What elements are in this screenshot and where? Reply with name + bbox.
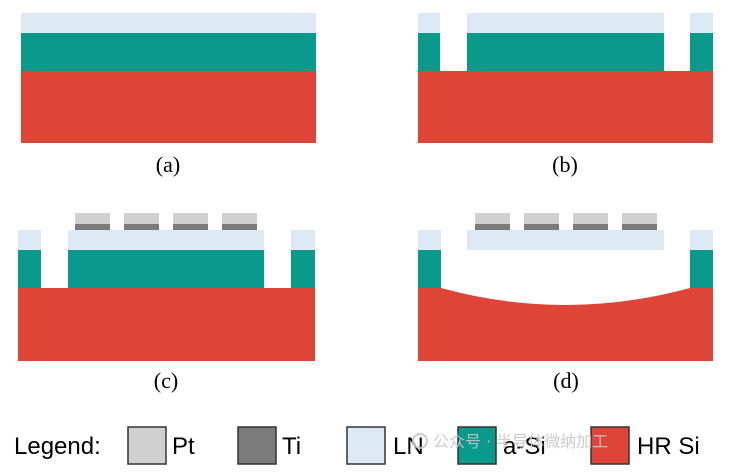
legend-swatch-hrsi	[590, 426, 630, 465]
b-asi-center	[467, 33, 664, 71]
c-asi-right	[291, 250, 315, 288]
c-electrode-4-ti	[222, 224, 257, 230]
d-electrode-4-ti	[622, 224, 657, 230]
c-asi-left	[18, 250, 41, 288]
legend-swatch-pt	[127, 426, 167, 465]
b-ln-right	[690, 13, 713, 33]
legend-label-hrsi: HR Si	[637, 433, 700, 460]
d-asi-left	[418, 250, 441, 288]
c-electrodes	[75, 213, 257, 230]
legend-label-asi: a-Si	[503, 433, 546, 460]
c-electrode-3-ti	[173, 224, 208, 230]
panel-b: (b)	[418, 13, 713, 177]
b-caption: (b)	[552, 152, 578, 177]
c-ln-center	[68, 230, 264, 250]
b-hrsi-layer	[418, 71, 713, 143]
watermark-text: 公众号 · 半导体微纳加工	[433, 432, 608, 451]
d-ln-left	[418, 230, 441, 250]
c-electrode-2-pt	[124, 213, 159, 224]
d-electrode-2-ti	[524, 224, 559, 230]
watermark-logo-icon	[412, 433, 428, 449]
d-hrsi-cavity-substrate	[418, 288, 713, 361]
d-electrode-3-pt	[573, 213, 608, 224]
d-electrodes	[475, 213, 657, 230]
d-ln-right	[690, 230, 713, 250]
c-ln-left	[18, 230, 41, 250]
panel-d: (d)	[418, 213, 713, 393]
d-caption: (d)	[553, 368, 579, 393]
c-electrode-2-ti	[124, 224, 159, 230]
watermark: 公众号 · 半导体微纳加工	[412, 432, 608, 451]
b-ln-center	[467, 13, 664, 33]
d-electrode-1-ti	[475, 224, 510, 230]
c-asi-center	[68, 250, 264, 288]
a-hrsi-layer	[21, 70, 316, 143]
legend-label-ln: LN	[393, 433, 424, 460]
c-electrode-1-ti	[75, 224, 110, 230]
d-asi-right	[690, 250, 713, 288]
legend-label-pt: Pt	[172, 433, 195, 460]
b-asi-right	[690, 33, 713, 71]
c-ln-right	[291, 230, 315, 250]
c-caption: (c)	[154, 368, 178, 393]
c-hrsi-layer	[18, 288, 315, 361]
legend-swatch-ti	[237, 426, 277, 465]
legend-title: Legend:	[14, 433, 101, 460]
a-ln-layer	[21, 13, 316, 33]
b-ln-left	[418, 13, 440, 33]
d-ln-membrane	[467, 230, 664, 250]
legend-label-ti: Ti	[282, 433, 301, 460]
d-electrode-4-pt	[622, 213, 657, 224]
legend-swatch-ln	[346, 426, 386, 465]
d-electrode-2-pt	[524, 213, 559, 224]
c-electrode-3-pt	[173, 213, 208, 224]
c-electrode-4-pt	[222, 213, 257, 224]
a-caption: (a)	[156, 152, 180, 177]
c-electrode-1-pt	[75, 213, 110, 224]
b-asi-left	[418, 33, 440, 71]
a-asi-layer	[21, 33, 316, 71]
panel-c: (c)	[18, 213, 315, 393]
legend-swatch-asi	[457, 426, 497, 465]
d-electrode-1-pt	[475, 213, 510, 224]
d-electrode-3-ti	[573, 224, 608, 230]
legend: Legend: Pt Ti LN a-Si HR Si	[14, 426, 700, 465]
panel-a: (a)	[21, 13, 316, 177]
